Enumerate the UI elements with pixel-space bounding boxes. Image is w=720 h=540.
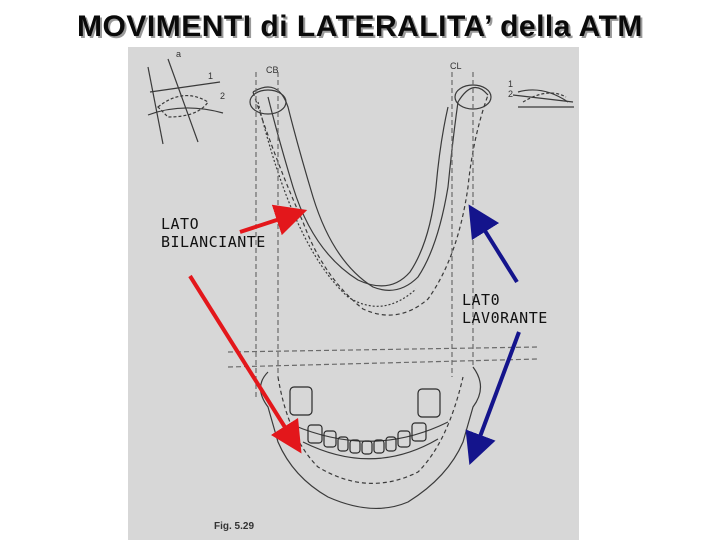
red-arrow-lower [190,276,293,440]
blue-arrow-upper [477,218,517,282]
blue-arrow-lower [475,332,519,450]
red-arrow-upper [240,215,292,232]
